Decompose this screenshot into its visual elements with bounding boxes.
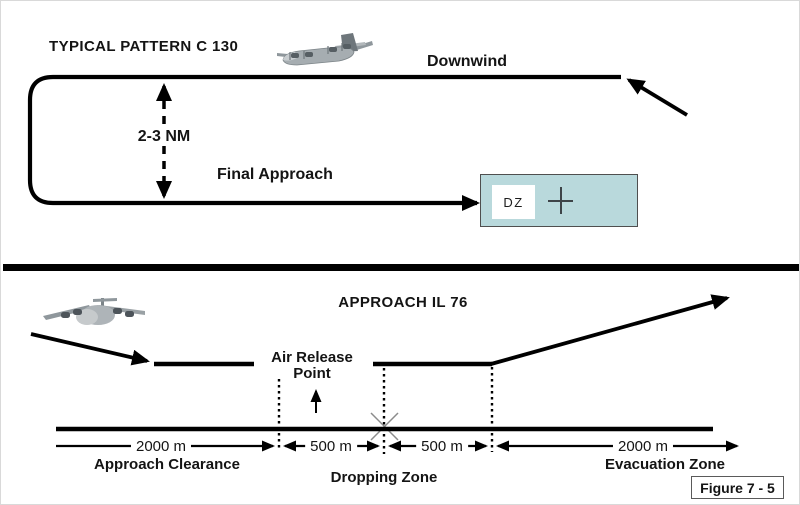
approach-clearance-label: Approach Clearance [94,456,240,473]
figure-caption-box: Figure 7 - 5 [691,476,784,499]
il76-aircraft-icon [43,298,145,325]
figure-caption: Figure 7 - 5 [700,479,775,496]
final-approach-label: Final Approach [217,166,333,183]
dropping-zone-distance-2: 500 m [416,437,468,456]
release-x-marker [370,412,399,441]
dropping-zone-label: Dropping Zone [330,469,438,486]
dz-marker: DZ [492,185,535,219]
approach-clearance-distance: 2000 m [130,437,192,456]
air-release-label-line1: Air Release [271,349,353,366]
crosshair-icon [560,187,562,214]
dropping-zone-distance-1: 500 m [305,437,357,456]
racetrack-pattern-path [27,74,621,211]
pattern-entry-arrow [626,78,688,117]
c130-pattern-title: TYPICAL PATTERN C 130 [49,38,239,55]
air-release-label: Air Release Point [271,350,353,382]
air-release-label-line2: Point [293,365,331,382]
evacuation-zone-distance: 2000 m [612,437,674,456]
evacuation-zone-label: Evacuation Zone [604,456,726,473]
il76-approach-title: APPROACH IL 76 [338,294,468,311]
c130-aircraft-icon [277,33,373,66]
downwind-label: Downwind [427,53,507,70]
pattern-spacing-label: 2-3 NM [133,128,195,146]
climb-out-path [490,294,730,366]
descent-path [30,332,150,366]
dz-box: DZ [480,174,638,227]
